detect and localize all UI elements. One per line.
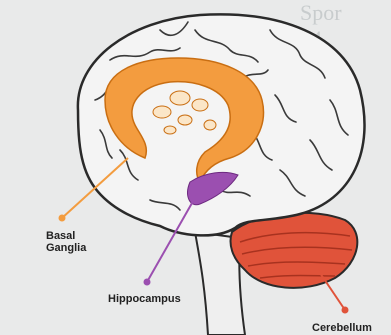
basal-ganglia-label-line2: Ganglia: [46, 242, 86, 254]
cerebellum-label: Cerebellum: [312, 322, 372, 334]
hippocampus-callout-dot: [144, 279, 151, 286]
basal-ganglia-label: Basal Ganglia: [46, 230, 86, 254]
hippocampus-label: Hippocampus: [108, 293, 181, 305]
cerebellum-callout-dot: [342, 307, 349, 314]
basal-ganglia-callout-dot: [59, 215, 66, 222]
cerebellum: [231, 213, 358, 288]
basal-ganglia-label-line1: Basal: [46, 230, 86, 242]
